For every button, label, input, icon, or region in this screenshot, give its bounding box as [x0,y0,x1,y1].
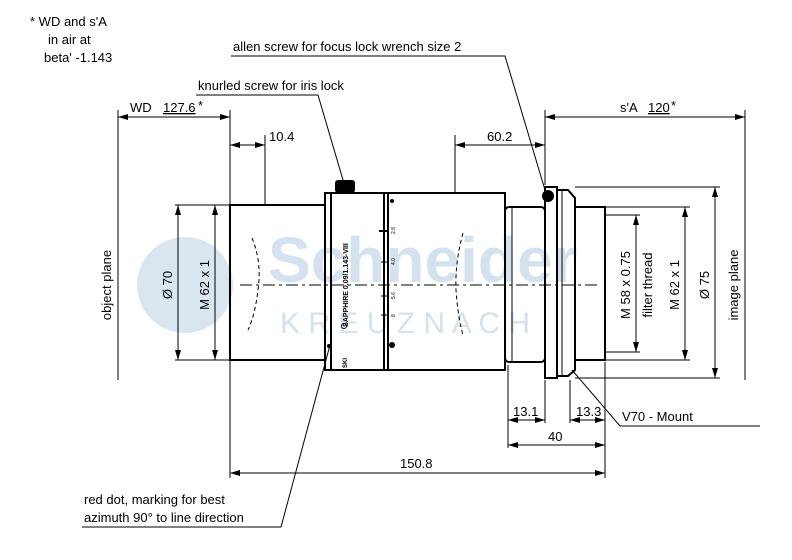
scale-mark: 2.8 [391,227,397,234]
leader-knurled-screw [196,94,344,181]
dim-60-2: 60.2 [487,129,512,144]
dim-sa-star: * [671,98,676,113]
callout-knurled-screw: knurled screw for iris lock [198,78,344,93]
note-line3: beta' -1.143 [44,50,112,65]
leader-mount [571,369,760,427]
dim-40: 40 [548,429,562,444]
dim-dia-75: Ø 75 [697,271,712,299]
scale-mark: 8 [391,314,397,317]
callout-red-dot-1: red dot, marking for best [84,492,225,507]
object-plane-label: object plane [99,250,114,320]
dim-150-8: 150.8 [400,456,433,471]
dim-sa-value: 120 [648,100,670,115]
dim-wd-value: 127.6 [163,100,196,115]
leader-allen-screw [231,55,546,191]
dim-13-1: 13.1 [513,404,538,419]
mount-tube [574,206,606,361]
brand-mark: SKI [343,358,349,368]
dim-sa-label: s'A [620,100,638,115]
knurled-screw-icon [335,180,355,193]
lens-name: SAPPHIRE 0.09/1.143-VIII [343,243,350,327]
watermark-brand: Schneider [268,224,577,296]
leader-red-dot [82,344,331,528]
dim-filter-thread: filter thread [640,252,655,317]
dimension-lines [118,114,745,476]
dim-dia-70: Ø 70 [160,271,175,299]
dim-13-3: 13.3 [576,404,601,419]
watermark-city: K R E U Z N A C H [280,307,530,340]
note-line2: in air at [48,32,91,47]
mount-ring [556,189,576,377]
callout-mount: V70 - Mount [622,409,693,424]
red-dot-marker [327,344,331,348]
dim-wd-label: WD [130,100,152,115]
callout-allen-screw: allen screw for focus lock wrench size 2 [233,39,461,54]
dim-m62-right: M 62 x 1 [667,260,682,310]
scale-mark: 5.6 [391,292,397,299]
dim-10-4: 10.4 [269,129,294,144]
watermark-logo-icon [137,237,233,333]
image-plane-label: image plane [726,250,741,321]
dim-m62-left: M 62 x 1 [197,260,212,310]
dim-wd-star: * [198,98,203,113]
note-line1: * WD and s'A [30,14,107,29]
scale-mark: 4.0 [391,258,397,265]
watermark: Schneider K R E U Z N A C H [137,224,577,340]
allen-screw-icon [542,190,554,202]
dim-m58: M 58 x 0.75 [618,251,633,319]
callout-red-dot-2: azimuth 90° to line direction [84,510,244,525]
